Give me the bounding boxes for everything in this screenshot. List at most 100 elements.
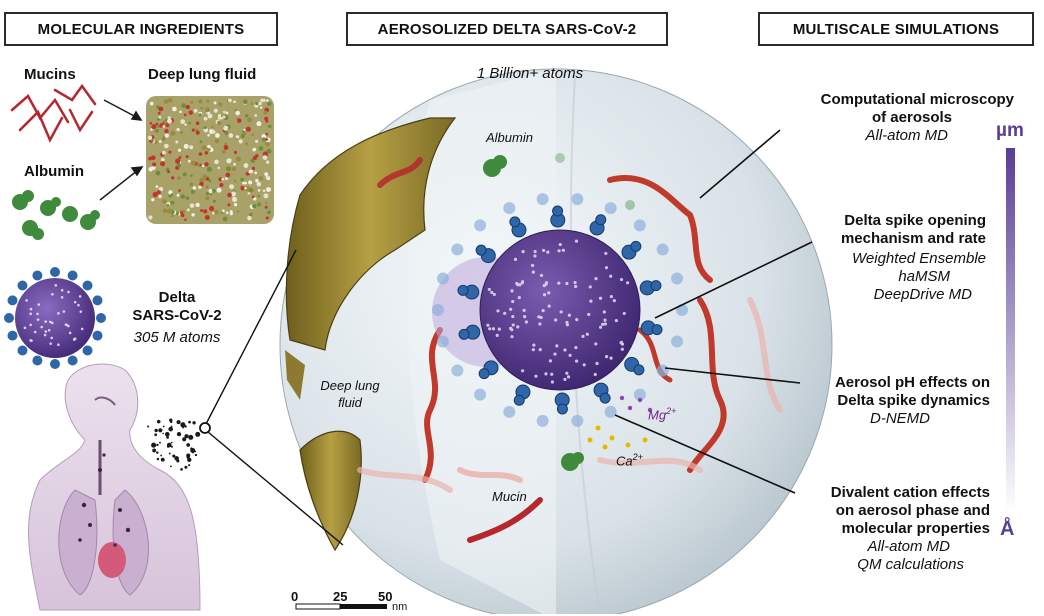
aerosol-droplet xyxy=(159,441,161,444)
small-virion-dot xyxy=(43,333,47,337)
virion-surface-dot xyxy=(622,311,626,316)
fluid-particle xyxy=(155,185,159,189)
fluid-particle xyxy=(184,123,187,126)
sim-2-method-3: DeepDrive MD xyxy=(873,286,972,303)
sim-3-method-1: D-NEMD xyxy=(870,410,930,427)
mg-ions xyxy=(619,395,653,413)
aerosol-droplet xyxy=(192,421,196,425)
small-virion-dot xyxy=(57,312,60,315)
virion-surface-dot xyxy=(544,372,548,376)
aerosol-droplet xyxy=(151,442,157,448)
small-virion-dot xyxy=(68,331,72,335)
fluid-particle xyxy=(206,99,210,103)
fluid-particle xyxy=(259,106,263,109)
virion-surface-dot xyxy=(574,345,578,350)
small-virion-dot xyxy=(33,330,37,334)
fluid-particle xyxy=(245,142,249,146)
fluid-particle xyxy=(265,138,268,141)
aerosol-droplet xyxy=(180,422,186,428)
virion-surface-dot xyxy=(530,263,535,268)
fluid-particle xyxy=(222,216,228,222)
fluid-particle xyxy=(236,210,240,214)
scale-gradient-bar xyxy=(1006,148,1015,513)
deep-lung-aerosol-label-1: Deep lung xyxy=(320,378,380,393)
fluid-particle xyxy=(161,150,166,155)
small-virion-dot xyxy=(77,303,80,307)
virion-surface-dot xyxy=(534,374,538,378)
virion-surface-dot xyxy=(600,322,605,326)
fluid-particle xyxy=(155,122,159,126)
small-spike-protein xyxy=(82,345,93,356)
fluid-particle xyxy=(149,101,154,106)
faint-spike-protein xyxy=(436,335,449,348)
fluid-particle xyxy=(152,191,158,198)
fluid-particle xyxy=(170,200,175,205)
virion-surface-dot xyxy=(575,318,579,322)
small-virion-dot xyxy=(79,310,83,313)
fluid-particle xyxy=(190,174,193,177)
virion-surface-dot xyxy=(563,377,567,382)
fluid-particle xyxy=(257,194,261,198)
fluid-particle xyxy=(164,133,169,138)
aerosol-droplet xyxy=(188,464,191,467)
deep-lung-fluid-box xyxy=(146,96,274,224)
virion-surface-dot xyxy=(531,270,535,274)
fluid-particle xyxy=(188,159,191,163)
human-body-lungs xyxy=(27,363,201,611)
header-aerosolized-delta: AEROSOLIZED DELTA SARS-CoV-2 xyxy=(346,12,668,46)
fluid-particle xyxy=(217,120,222,126)
fluid-particle xyxy=(265,141,270,147)
fluid-particle xyxy=(172,106,177,112)
small-virion-dot xyxy=(23,326,27,330)
fluid-particle xyxy=(224,131,229,135)
small-spike-protein xyxy=(7,330,18,341)
fluid-particle xyxy=(225,172,231,178)
scalebar-tick-50: 50 xyxy=(378,589,393,604)
fluid-particle xyxy=(190,189,196,194)
spike-protein-head xyxy=(457,284,469,296)
virion-surface-dot xyxy=(550,372,554,376)
virion-surface-dot xyxy=(559,310,563,314)
virion-surface-dot xyxy=(619,277,624,282)
fluid-particle xyxy=(191,160,196,166)
virion-surface-dot xyxy=(561,248,565,252)
fluid-particle xyxy=(191,213,195,217)
fluid-particle xyxy=(204,107,210,113)
fluid-particle xyxy=(218,102,223,107)
fluid-particle xyxy=(243,163,249,168)
fluid-particle xyxy=(166,208,172,214)
fluid-particle xyxy=(211,188,217,194)
spike-protein-head xyxy=(556,403,568,415)
delta-atoms-label: 305 M atoms xyxy=(133,329,221,346)
fluid-particle xyxy=(212,199,216,203)
faint-spike-protein xyxy=(503,202,516,215)
fluid-particle xyxy=(264,205,268,209)
fluid-particle xyxy=(205,192,210,196)
small-virion-dot xyxy=(29,307,33,311)
small-virion-dot xyxy=(37,303,41,306)
faint-spike-protein xyxy=(474,219,487,232)
fluid-particle xyxy=(221,209,225,213)
virion-surface-dot xyxy=(604,355,609,359)
fluid-particle xyxy=(257,202,262,207)
virion-surface-dot xyxy=(497,327,501,331)
virion-surface-dot xyxy=(603,322,608,326)
fluid-particle xyxy=(211,125,214,129)
virion-surface-dot xyxy=(531,348,535,352)
virion-surface-dot xyxy=(574,284,578,289)
fluid-particle xyxy=(226,166,232,172)
small-spike-protein xyxy=(50,267,60,277)
albumin-label: Albumin xyxy=(24,163,84,180)
small-virion-dot xyxy=(44,330,48,333)
fluid-particle xyxy=(208,179,212,183)
fluid-particle xyxy=(180,119,186,125)
albumin-aerosol-label: Albumin xyxy=(486,130,533,145)
fluid-particle xyxy=(256,181,262,187)
fluid-particle xyxy=(161,157,165,162)
fluid-particle xyxy=(170,193,174,196)
virion-surface-dot xyxy=(496,309,500,313)
header-multiscale-simulations: MULTISCALE SIMULATIONS xyxy=(758,12,1034,46)
virion-surface-dot xyxy=(509,307,513,311)
fluid-particle xyxy=(247,117,253,123)
